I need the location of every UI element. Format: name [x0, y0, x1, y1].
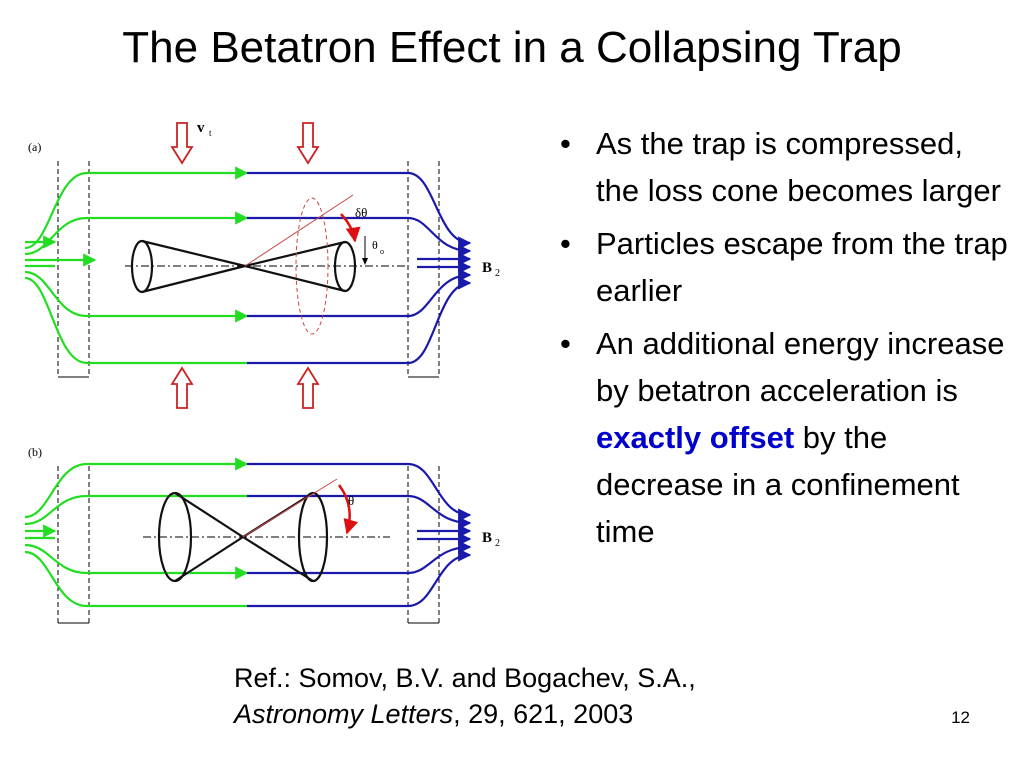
arrow-up-right — [296, 366, 320, 409]
panel-a-theta-subscript: o — [380, 247, 384, 256]
reference-authors: Ref.: Somov, B.V. and Bogachev, S.A., — [234, 663, 696, 693]
arrow-down-left — [170, 122, 194, 165]
panel-a-compression-arrows — [170, 122, 320, 409]
slide-title: The Betatron Effect in a Collapsing Trap — [122, 23, 902, 72]
bullet-dot: • — [560, 226, 571, 261]
panel-a-field-lines-left — [25, 166, 249, 365]
arrow-down-right — [296, 122, 320, 165]
panel-b-theta-label: θ — [348, 493, 354, 508]
bullet-dot: • — [560, 326, 571, 361]
panel-a-theta-indicator-head — [362, 258, 368, 265]
panel-b-field-lines-right — [247, 462, 472, 608]
bullet-list: • As the trap is compressed, the loss co… — [560, 120, 1010, 561]
panel-a-field-label: B — [482, 260, 492, 276]
arrow-up-left — [170, 366, 194, 409]
velocity-subscript: t — [209, 128, 212, 138]
bullet-item: • An additional energy increase by betat… — [560, 320, 1010, 555]
panel-b-theta-line — [242, 478, 338, 538]
panel-a: (a) — [25, 120, 500, 409]
reference-details: , 29, 621, 2003 — [453, 699, 634, 729]
panel-a-loss-cone — [130, 239, 357, 294]
panel-b: (b) — [25, 445, 500, 624]
panel-b-field-subscript: 2 — [495, 538, 500, 549]
panel-a-delta-theta-label: δθ — [355, 205, 367, 220]
panel-a-field-lines-right — [247, 171, 472, 365]
reference: Ref.: Somov, B.V. and Bogachev, S.A., As… — [234, 660, 854, 732]
bullet-text: by the decrease in a confinement time — [596, 420, 960, 549]
panel-a-boundaries — [57, 161, 440, 376]
panel-b-theta-arc — [337, 484, 359, 535]
bullet-item: • As the trap is compressed, the loss co… — [560, 120, 1010, 214]
bullet-text: An additional energy increase by betatro… — [596, 326, 1005, 408]
panel-a-delta-theta-arc — [340, 213, 361, 243]
panel-b-field-lines-left — [25, 457, 249, 608]
trap-diagram-svg: (a) — [25, 120, 500, 624]
bullet-dot: • — [560, 126, 571, 161]
trap-diagram: (a) — [25, 111, 510, 631]
panel-a-label: (a) — [28, 140, 41, 154]
panel-a-expanded-cone — [244, 194, 354, 335]
panel-a-theta-label: θ — [372, 238, 378, 252]
bullet-item: • Particles escape from the trap earlier — [560, 220, 1010, 314]
velocity-label: v — [197, 120, 205, 136]
page-number: 12 — [951, 708, 970, 727]
panel-b-boundaries — [57, 466, 440, 623]
panel-b-field-label: B — [482, 530, 492, 546]
panel-a-field-subscript: 2 — [495, 268, 500, 279]
panel-b-label: (b) — [28, 445, 42, 459]
bullet-text: Particles escape from the trap earlier — [596, 226, 1008, 308]
reference-journal: Astronomy Letters — [234, 699, 454, 729]
bullet-emphasis: exactly offset — [596, 420, 795, 455]
bullet-text: As the trap is compressed, the loss cone… — [596, 126, 1001, 208]
